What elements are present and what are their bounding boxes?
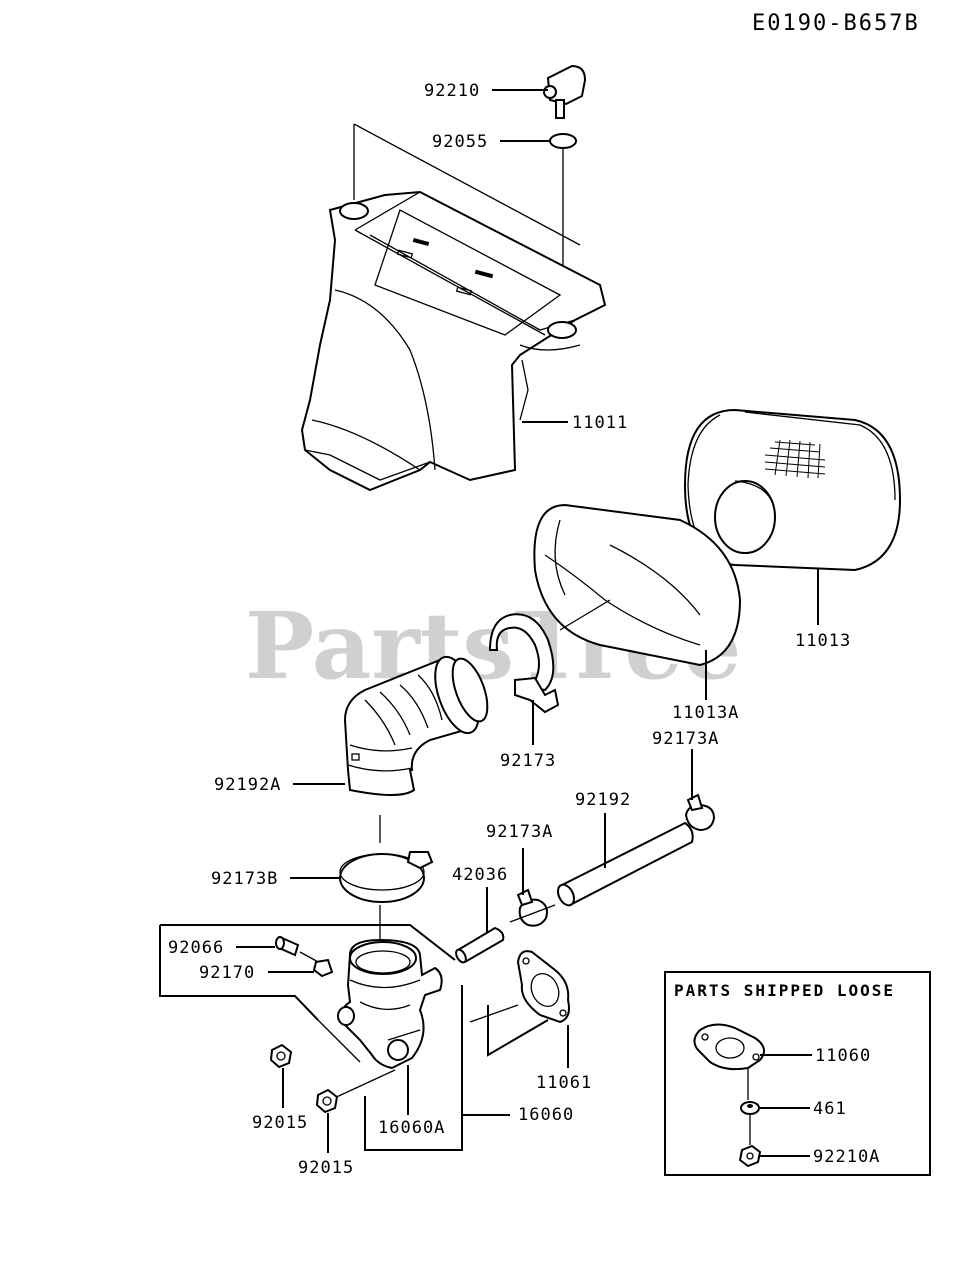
- part-11013A-pre-cleaner[interactable]: [533, 503, 742, 667]
- part-11061-gasket[interactable]: [516, 950, 570, 1024]
- bracket-16060: [364, 1096, 510, 1151]
- stud-line-a: [317, 1019, 361, 1063]
- label-92173B[interactable]: 92173B: [211, 869, 278, 889]
- label-92192A[interactable]: 92192A: [214, 775, 281, 795]
- part-16060A-intake-manifold[interactable]: [337, 938, 443, 1070]
- label-16060A[interactable]: 16060A: [378, 1118, 445, 1138]
- part-92173A-clamp-upper[interactable]: [684, 793, 716, 832]
- label-92066[interactable]: 92066: [168, 938, 224, 958]
- loose-box-title: PARTS SHIPPED LOOSE: [674, 981, 895, 1000]
- label-42036[interactable]: 42036: [452, 865, 508, 885]
- part-92210A-nut[interactable]: [738, 1144, 762, 1168]
- label-461[interactable]: 461: [813, 1099, 847, 1119]
- gasket-connect-line: [469, 1004, 519, 1023]
- part-42036-fitting[interactable]: [454, 926, 505, 964]
- bracket-left: [159, 925, 319, 1021]
- label-92015-a[interactable]: 92015: [252, 1113, 308, 1133]
- part-461-washer[interactable]: [740, 1101, 760, 1115]
- label-92173[interactable]: 92173: [500, 751, 556, 771]
- label-92210A[interactable]: 92210A: [813, 1147, 880, 1167]
- label-11011[interactable]: 11011: [572, 413, 628, 433]
- label-92173A-lower[interactable]: 92173A: [486, 822, 553, 842]
- label-11013[interactable]: 11013: [795, 631, 851, 651]
- label-92170[interactable]: 92170: [199, 963, 255, 983]
- parts-shipped-loose-box: PARTS SHIPPED LOOSE 11060 461 92210A: [664, 971, 931, 1176]
- part-92173-hose-clamp[interactable]: [488, 613, 560, 714]
- part-92015-nut-b[interactable]: [315, 1088, 339, 1114]
- part-92015-nut-a[interactable]: [269, 1043, 293, 1069]
- part-11011-air-cleaner-cover[interactable]: [300, 190, 607, 492]
- bracket-left-top: [160, 924, 456, 961]
- part-11013-air-filter-element[interactable]: [683, 408, 902, 572]
- label-11060[interactable]: 11060: [815, 1046, 871, 1066]
- label-92192[interactable]: 92192: [575, 790, 631, 810]
- label-16060[interactable]: 16060: [518, 1105, 574, 1125]
- part-11060-gasket[interactable]: [693, 1023, 765, 1071]
- stud-line-b: [329, 1069, 396, 1101]
- label-92210[interactable]: 92210: [424, 81, 480, 101]
- diagram-code: E0190-B657B: [752, 11, 920, 36]
- part-92066-cap[interactable]: [275, 936, 300, 957]
- part-92192-fuel-hose[interactable]: [555, 821, 694, 908]
- part-92210-wing-bolt[interactable]: [543, 64, 587, 119]
- label-92173A-upper[interactable]: 92173A: [652, 729, 719, 749]
- bracket-line: [353, 123, 581, 246]
- part-92055-washer[interactable]: [549, 133, 577, 149]
- label-11061[interactable]: 11061: [536, 1073, 592, 1093]
- label-92015-b[interactable]: 92015: [298, 1158, 354, 1178]
- part-92173A-clamp-lower[interactable]: [516, 888, 548, 927]
- label-11013A[interactable]: 11013A: [672, 703, 739, 723]
- part-92173B-hose-clamp[interactable]: [339, 851, 434, 903]
- bracket-11061: [487, 1005, 549, 1057]
- label-92055[interactable]: 92055: [432, 132, 488, 152]
- part-92192A-elbow-hose[interactable]: [343, 651, 494, 796]
- hose-connect-line: [509, 904, 556, 923]
- part-92170-clip[interactable]: [312, 958, 334, 978]
